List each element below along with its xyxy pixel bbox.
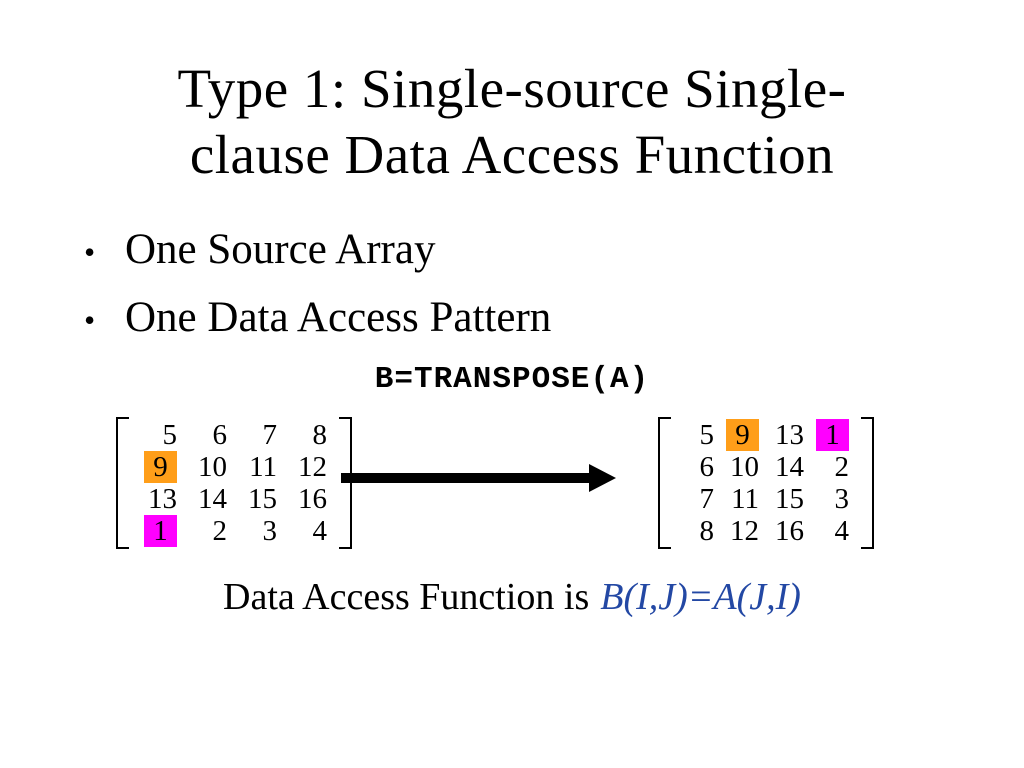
matrix-bracket-left (116, 417, 129, 549)
matrix-cell-highlighted-magenta: 1 (134, 515, 184, 547)
slide-title-line1: Type 1: Single-source Single- (177, 58, 847, 119)
matrix-cell: 10 (730, 451, 759, 483)
bullet-icon: • (84, 234, 96, 270)
transpose-operation-label: B=TRANSPOSE(A) (374, 362, 650, 397)
matrix-cell-highlighted-magenta: 1 (811, 419, 856, 451)
bullet-item-source-array: • One Source Array (84, 226, 551, 273)
matrix-cell: 12 (730, 515, 759, 547)
matrix-cell: 6 (212, 419, 228, 451)
transform-arrow-icon (341, 464, 616, 492)
matrix-bracket-right (339, 417, 352, 549)
bullet-icon: • (84, 302, 96, 339)
matrix-cell-highlighted-orange: 9 (134, 451, 184, 483)
matrix-cell: 6 (699, 451, 715, 483)
matrix-cell: 16 (298, 483, 327, 515)
arrow-head (589, 464, 616, 492)
matrix-cell: 7 (262, 419, 278, 451)
matrix-cell: 15 (248, 483, 277, 515)
matrix-cell: 4 (312, 515, 328, 547)
matrix-cell: 16 (775, 515, 804, 547)
matrix-cell: 5 (162, 419, 178, 451)
matrix-cell: 7 (699, 483, 715, 515)
matrix-cell: 13 (775, 419, 804, 451)
caption-prefix: Data Access Function is (223, 576, 590, 618)
matrix-cell: 8 (312, 419, 328, 451)
matrix-cell-highlighted-orange: 9 (721, 419, 766, 451)
bullet-label: One Source Array (125, 226, 436, 273)
matrix-cell: 8 (699, 515, 715, 547)
matrix-cell: 11 (249, 451, 277, 483)
matrix-cell: 4 (834, 515, 850, 547)
arrow-shaft (341, 473, 589, 483)
matrix-bracket-right (861, 417, 874, 549)
formula: B(I,J)=A(J,I) (600, 576, 801, 618)
matrix-cell: 14 (775, 451, 804, 483)
matrix-cell: 11 (731, 483, 759, 515)
matrix-cell: 10 (198, 451, 227, 483)
matrix-cell: 13 (148, 483, 177, 515)
matrix-cell: 3 (834, 483, 850, 515)
matrix-cell: 3 (262, 515, 278, 547)
matrix-cell: 2 (212, 515, 228, 547)
bullet-label: One Data Access Pattern (125, 294, 552, 342)
bullet-list: • One Source Array • One Data Access Pat… (84, 226, 551, 363)
matrix-cell: 2 (834, 451, 850, 483)
matrix-cell: 14 (198, 483, 227, 515)
matrix-cell: 15 (775, 483, 804, 515)
matrix-cell: 5 (699, 419, 715, 451)
slide-title-line2: clause Data Access Function (189, 124, 835, 185)
matrix-cell: 12 (298, 451, 327, 483)
slide-title: Type 1: Single-source Single- clause Dat… (0, 56, 1024, 188)
matrix-bracket-left (658, 417, 671, 549)
bullet-item-access-pattern: • One Data Access Pattern (84, 294, 551, 341)
